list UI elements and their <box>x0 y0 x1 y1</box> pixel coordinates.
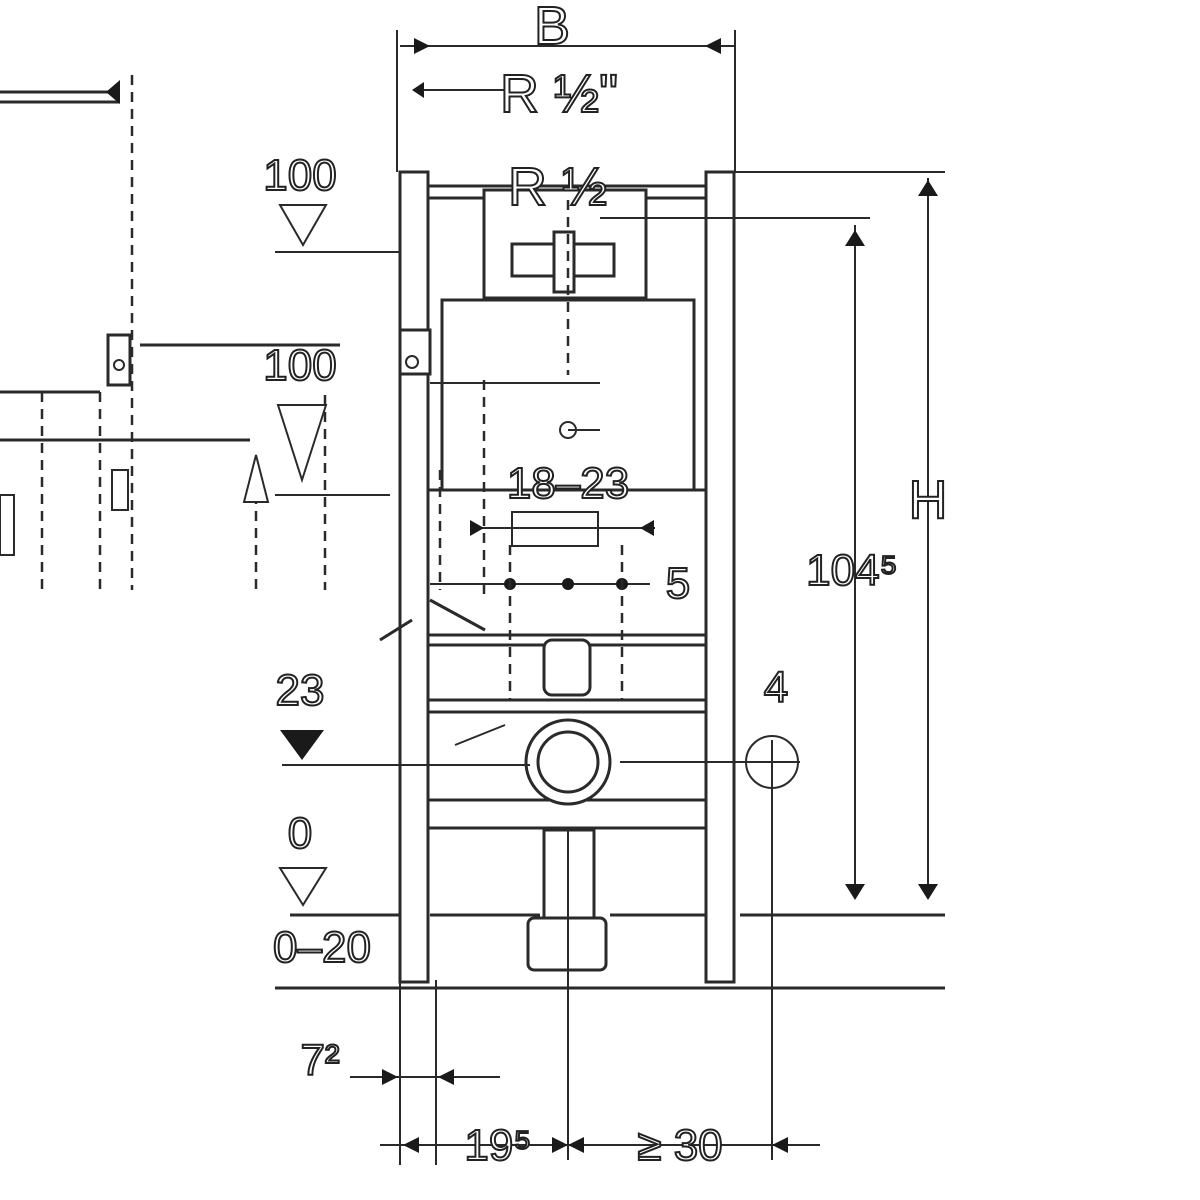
label-height-h: H <box>909 470 948 530</box>
left-element <box>0 494 15 556</box>
angle-line <box>454 724 506 746</box>
label-dim-100-top: 100 <box>263 151 336 200</box>
label-dim-7: 7² <box>300 1036 339 1085</box>
valve-stem <box>552 230 576 294</box>
label-dim-30: ≥ 30 <box>637 1121 722 1170</box>
dim-18-23-arrow-l <box>470 520 484 536</box>
label-dim-0-20: 0–20 <box>273 923 371 972</box>
dim-h-arrow-top <box>918 180 938 196</box>
leg-brace <box>429 598 486 632</box>
label-dim-18-23: 18–23 <box>507 459 629 508</box>
label-dim-5: 5 <box>666 559 690 608</box>
dim-30-arrow-l <box>568 1137 584 1153</box>
dimensions <box>242 38 945 1153</box>
drain-ring-inner <box>536 730 600 794</box>
dim-7-arrow-r <box>438 1069 454 1085</box>
dim-b-arrow-left <box>414 38 430 54</box>
thread-arrow <box>412 82 424 98</box>
dim-h-arrow-bottom <box>918 884 938 900</box>
left-arrow-top <box>106 80 120 104</box>
label-width-b: B <box>534 0 570 56</box>
left-side-view <box>0 75 340 590</box>
label-dim-19: 19⁵ <box>464 1121 531 1170</box>
dim-100-top-marker <box>278 204 328 248</box>
dim-23-marker <box>280 730 324 760</box>
left-element-2 <box>111 469 129 511</box>
frame-right-post <box>704 170 736 984</box>
dim-18-23-box <box>511 511 599 547</box>
label-dim-4: 4 <box>764 663 788 712</box>
frame-left-post <box>398 170 430 984</box>
dim-18-23-arrow-r <box>640 520 654 536</box>
wall-bracket-hole <box>405 355 419 369</box>
left-bracket-hole <box>113 359 125 371</box>
dim-100-mid-marker <box>276 404 328 484</box>
front-frame <box>275 30 945 1165</box>
labels: B R ½" R ½ 100 100 23 0 0–20 7² 19⁵ ≥ 30… <box>262 0 948 1171</box>
leg-slope <box>379 618 413 642</box>
label-dim-23: 23 <box>276 666 325 715</box>
dim-104-arrow-bottom <box>845 884 865 900</box>
label-dim-0: 0 <box>288 809 312 858</box>
label-dim-100-mid: 100 <box>263 341 336 390</box>
dim-5-dot-2 <box>562 578 574 590</box>
dim-19-arrow-l <box>403 1137 419 1153</box>
dim-30-arrow-r <box>772 1137 788 1153</box>
dim-19-arrow-r <box>552 1137 568 1153</box>
flush-connector <box>542 638 592 697</box>
dim-up-marker <box>242 454 270 503</box>
label-thread-inlet: R ½ <box>508 157 607 217</box>
label-thread-top: R ½" <box>500 64 618 124</box>
dim-b-arrow-right <box>705 38 721 54</box>
dim-0-marker <box>278 867 328 907</box>
label-dim-104: 104⁵ <box>806 546 898 595</box>
dim-104-arrow-top <box>845 230 865 246</box>
dim-7-arrow-l <box>382 1069 398 1085</box>
